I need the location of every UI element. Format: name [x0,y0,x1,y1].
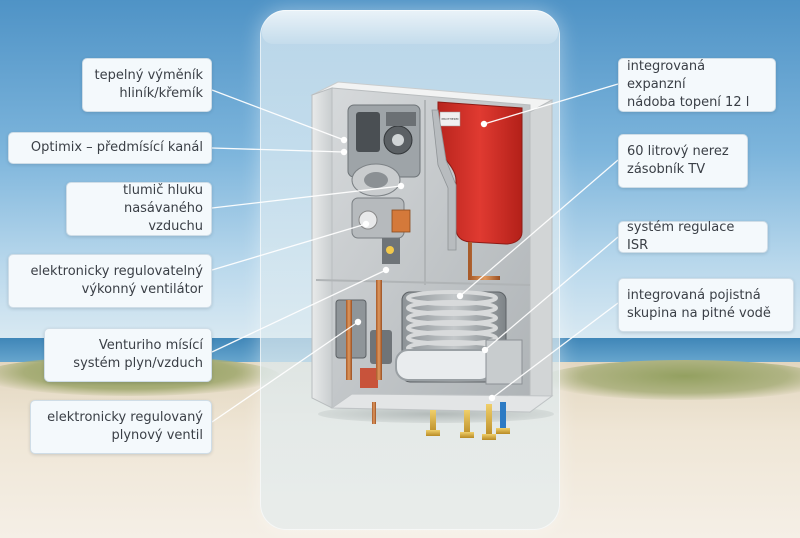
dune-right [540,360,800,400]
brand-badge: PROTHERM [440,113,460,125]
air-duct [431,109,457,251]
callout-heat-exchanger: tepelný výměník hliník/křemík [82,58,212,112]
leader-lines [211,83,619,423]
storage-tank-part [395,290,523,385]
callout-text: systém regulace ISR [627,220,735,253]
bottom-fittings [372,402,510,440]
callout-text: 60 litrový nerez zásobník TV [627,144,729,177]
heat-exchanger-part [347,104,421,178]
glass-casing-highlight [262,10,558,44]
callout-text: Venturiho mísící systém plyn/vzduch [73,338,203,371]
leader-dots [340,120,496,402]
callout-text: elektronicky regulovaný plynový ventil [47,410,203,443]
callout-text: Optimix – předmísící kanál [30,140,203,155]
gas-valve-part [335,280,392,388]
copper-pipes [418,242,500,300]
callout-text: tlumič hluku nasávaného vzduchu [123,183,203,234]
callout-text: integrovaná expanzní nádoba topení 12 l [627,59,750,110]
callout-text: integrovaná pojistná skupina na pitné vo… [627,288,771,321]
callout-optimix: Optimix – předmísící kanál [8,132,212,164]
brand-badge-text: PROTHERM [441,117,459,121]
callout-isr: systém regulace ISR [618,220,768,253]
callout-fan: elektronicky regulovatelný výkonný venti… [8,254,212,308]
callout-venturi: Venturiho mísící systém plyn/vzduch [44,328,212,382]
callout-text: elektronicky regulovatelný výkonný venti… [30,264,203,297]
callout-gas-valve: elektronicky regulovaný plynový ventil [30,400,212,454]
callout-storage-tank: 60 litrový nerez zásobník TV [618,134,748,188]
callout-expansion-vessel: integrovaná expanzní nádoba topení 12 l [618,58,776,112]
callout-silencer: tlumič hluku nasávaného vzduchu [66,182,212,236]
expansion-vessel-part [437,101,523,245]
callout-text: tepelný výměník hliník/křemík [94,68,203,101]
callout-safety-group: integrovaná pojistná skupina na pitné vo… [618,278,794,332]
